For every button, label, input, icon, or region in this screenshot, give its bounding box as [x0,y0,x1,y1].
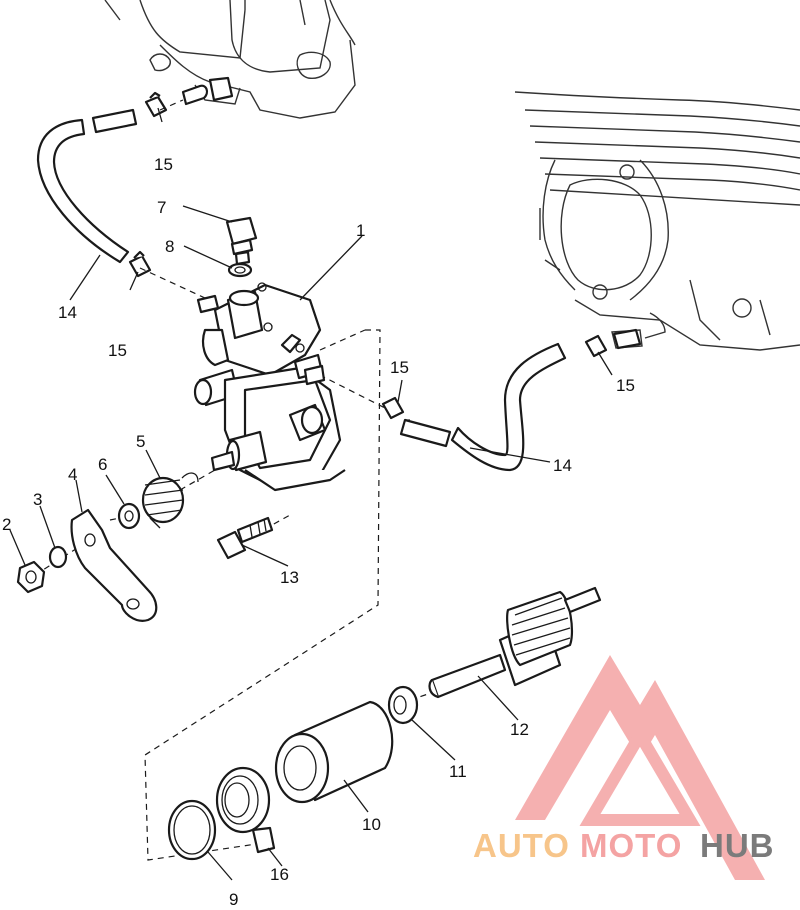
callout-5: 5 [136,432,145,451]
callout-8: 8 [165,237,174,256]
callout-15-right-inner: 15 [390,358,409,377]
callout-10: 10 [362,815,381,834]
callout-14-left: 14 [58,303,77,322]
callout-1: 1 [356,221,365,240]
hose-clamp-right-outer [584,328,642,358]
flat-washer [117,502,141,530]
callout-labels: 1 2 3 4 5 6 7 8 9 10 11 12 13 14 14 15 1… [2,155,635,909]
control-lever [70,508,158,622]
leader-lines [9,107,613,881]
callout-15-right-outer: 15 [616,376,635,395]
oil-seal [215,766,276,854]
callout-6: 6 [98,455,107,474]
callout-15-mid: 15 [108,341,127,360]
hose-clamp-top [144,91,168,118]
callout-3: 3 [33,490,42,509]
sealing-washer [227,262,253,278]
drive-gear-shaft [428,586,602,699]
return-spring [141,472,199,529]
callout-7: 7 [157,198,166,217]
banjo-bolt [225,216,258,266]
lever-nut [16,560,46,594]
oil-hose-left [36,76,234,264]
callout-12: 12 [510,720,529,739]
oil-pump-body [193,282,346,492]
gear-bushing [274,700,394,804]
watermark-text-moto: MOTO [580,827,682,864]
watermark-text-auto: AUTO [473,827,570,864]
lock-washer [48,545,68,569]
watermark-text-hub: HUB [700,827,775,864]
o-ring [167,799,217,861]
callout-14-right: 14 [553,456,572,475]
hose-clamp-mid [128,250,152,278]
callout-11: 11 [449,762,467,781]
mounting-bolt [216,516,274,560]
hose-clamp-right-inner [381,396,405,420]
callout-13: 13 [280,568,299,587]
oil-hose-right [399,342,567,472]
triangle-logo-icon [515,655,765,880]
engine-cylinder [514,91,800,351]
callout-2: 2 [2,515,11,534]
engine-case-upper [104,0,356,119]
callout-15-top: 15 [154,155,173,174]
callout-9: 9 [229,890,238,909]
thrust-washer [387,685,419,725]
watermark-logo: AUTO MOTO HUB [473,655,775,880]
callout-16: 16 [270,865,289,884]
callout-4: 4 [68,465,77,484]
